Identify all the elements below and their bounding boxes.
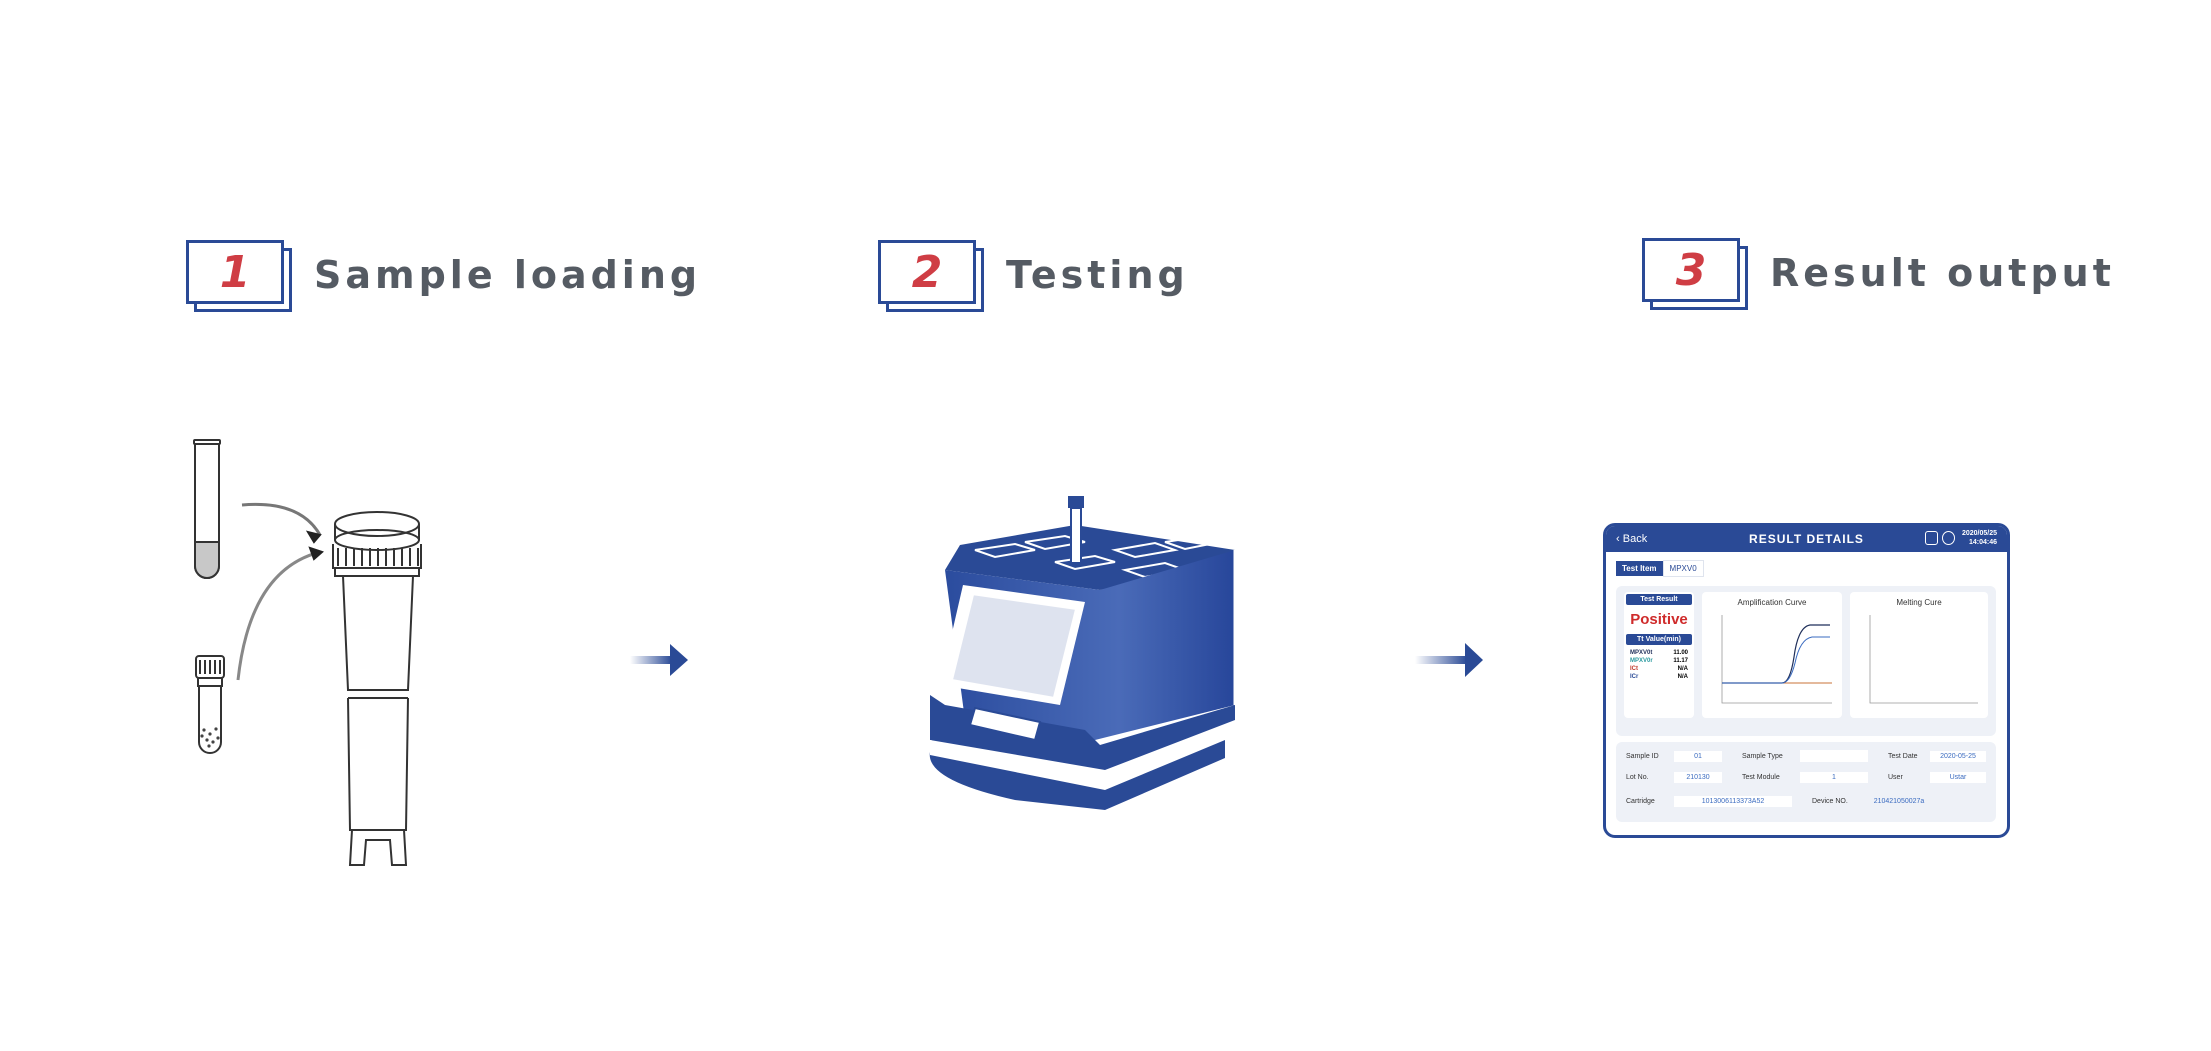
melting-chart-title: Melting Cure [1896, 598, 1942, 607]
lot-field: 210130 [1674, 772, 1722, 783]
step-3-title: Result output [1770, 251, 2115, 295]
tab-mpxv0[interactable]: MPXV0 [1662, 560, 1704, 577]
device-field: 210421050027a [1873, 798, 1925, 805]
test-result-label: Test Result [1626, 594, 1692, 605]
test-result-card: Test Result Positive Tt Value(min) MPXV0… [1624, 592, 1694, 718]
cartridge-icon [332, 511, 422, 866]
result-panel: Test Result Positive Tt Value(min) MPXV0… [1616, 586, 1996, 736]
cartridge-field: 1013006113373A52 [1674, 796, 1792, 807]
tt-value-label: Tt Value(min) [1626, 634, 1692, 645]
module-field: 1 [1800, 772, 1868, 783]
reagent-vial-icon [195, 655, 225, 754]
tab-bar: Test Item MPXV0 [1616, 560, 2007, 577]
step-3-number: 3 [1675, 244, 1707, 296]
step-2-header: 2 Testing [878, 240, 1189, 312]
sample-id-field: 01 [1674, 750, 1722, 762]
step-1-title: Sample loading [314, 253, 702, 297]
datetime: 2020/05/25 14:04:46 [1961, 530, 1997, 546]
result-header-bar: ‹ Back RESULT DETAILS 2020/05/25 14:04:4… [1606, 526, 2007, 552]
step-2-number-box: 2 [878, 240, 984, 312]
info-row: Cartridge 1013006113373A52 Device NO. 21… [1616, 796, 1948, 807]
info-row: Lot No. 210130 Test Module 1 User Ustar [1616, 772, 1996, 783]
sample-info-panel: Sample ID 01 Sample Type Test Date 2020-… [1616, 742, 1996, 822]
info-row: Sample ID 01 Sample Type Test Date 2020-… [1616, 750, 1996, 762]
step-3-number-box: 3 [1642, 238, 1748, 310]
back-button[interactable]: ‹ Back [1616, 533, 1648, 545]
step-3-header: 3 Result output [1642, 238, 2115, 310]
step-1-number: 1 [219, 246, 251, 298]
tab-test-item[interactable]: Test Item [1616, 561, 1663, 576]
result-screen: ‹ Back RESULT DETAILS 2020/05/25 14:04:4… [1603, 523, 2010, 838]
amplification-chart [1721, 615, 1832, 704]
step-1-header: 1 Sample loading [186, 240, 702, 312]
test-result-value: Positive [1630, 611, 1688, 628]
melting-chart [1869, 615, 1978, 704]
export-icon[interactable] [1925, 531, 1938, 545]
sample-type-field [1800, 750, 1868, 762]
step-2-title: Testing [1006, 253, 1189, 297]
user-field: Ustar [1930, 772, 1986, 783]
amplification-chart-title: Amplification Curve [1737, 598, 1807, 607]
arrow-right-icon [630, 644, 688, 676]
print-icon[interactable] [1942, 531, 1955, 545]
step-1-number-box: 1 [186, 240, 292, 312]
sample-loading-illustration [193, 439, 422, 866]
step-2-number: 2 [911, 246, 943, 298]
test-tube-icon [193, 439, 221, 579]
melting-chart-card: Melting Cure [1850, 592, 1988, 718]
arrow-right-icon [1415, 643, 1483, 677]
testing-device-illustration [928, 496, 1237, 810]
test-date-field: 2020-05-25 [1930, 750, 1986, 762]
amplification-chart-card: Amplification Curve [1702, 592, 1842, 718]
